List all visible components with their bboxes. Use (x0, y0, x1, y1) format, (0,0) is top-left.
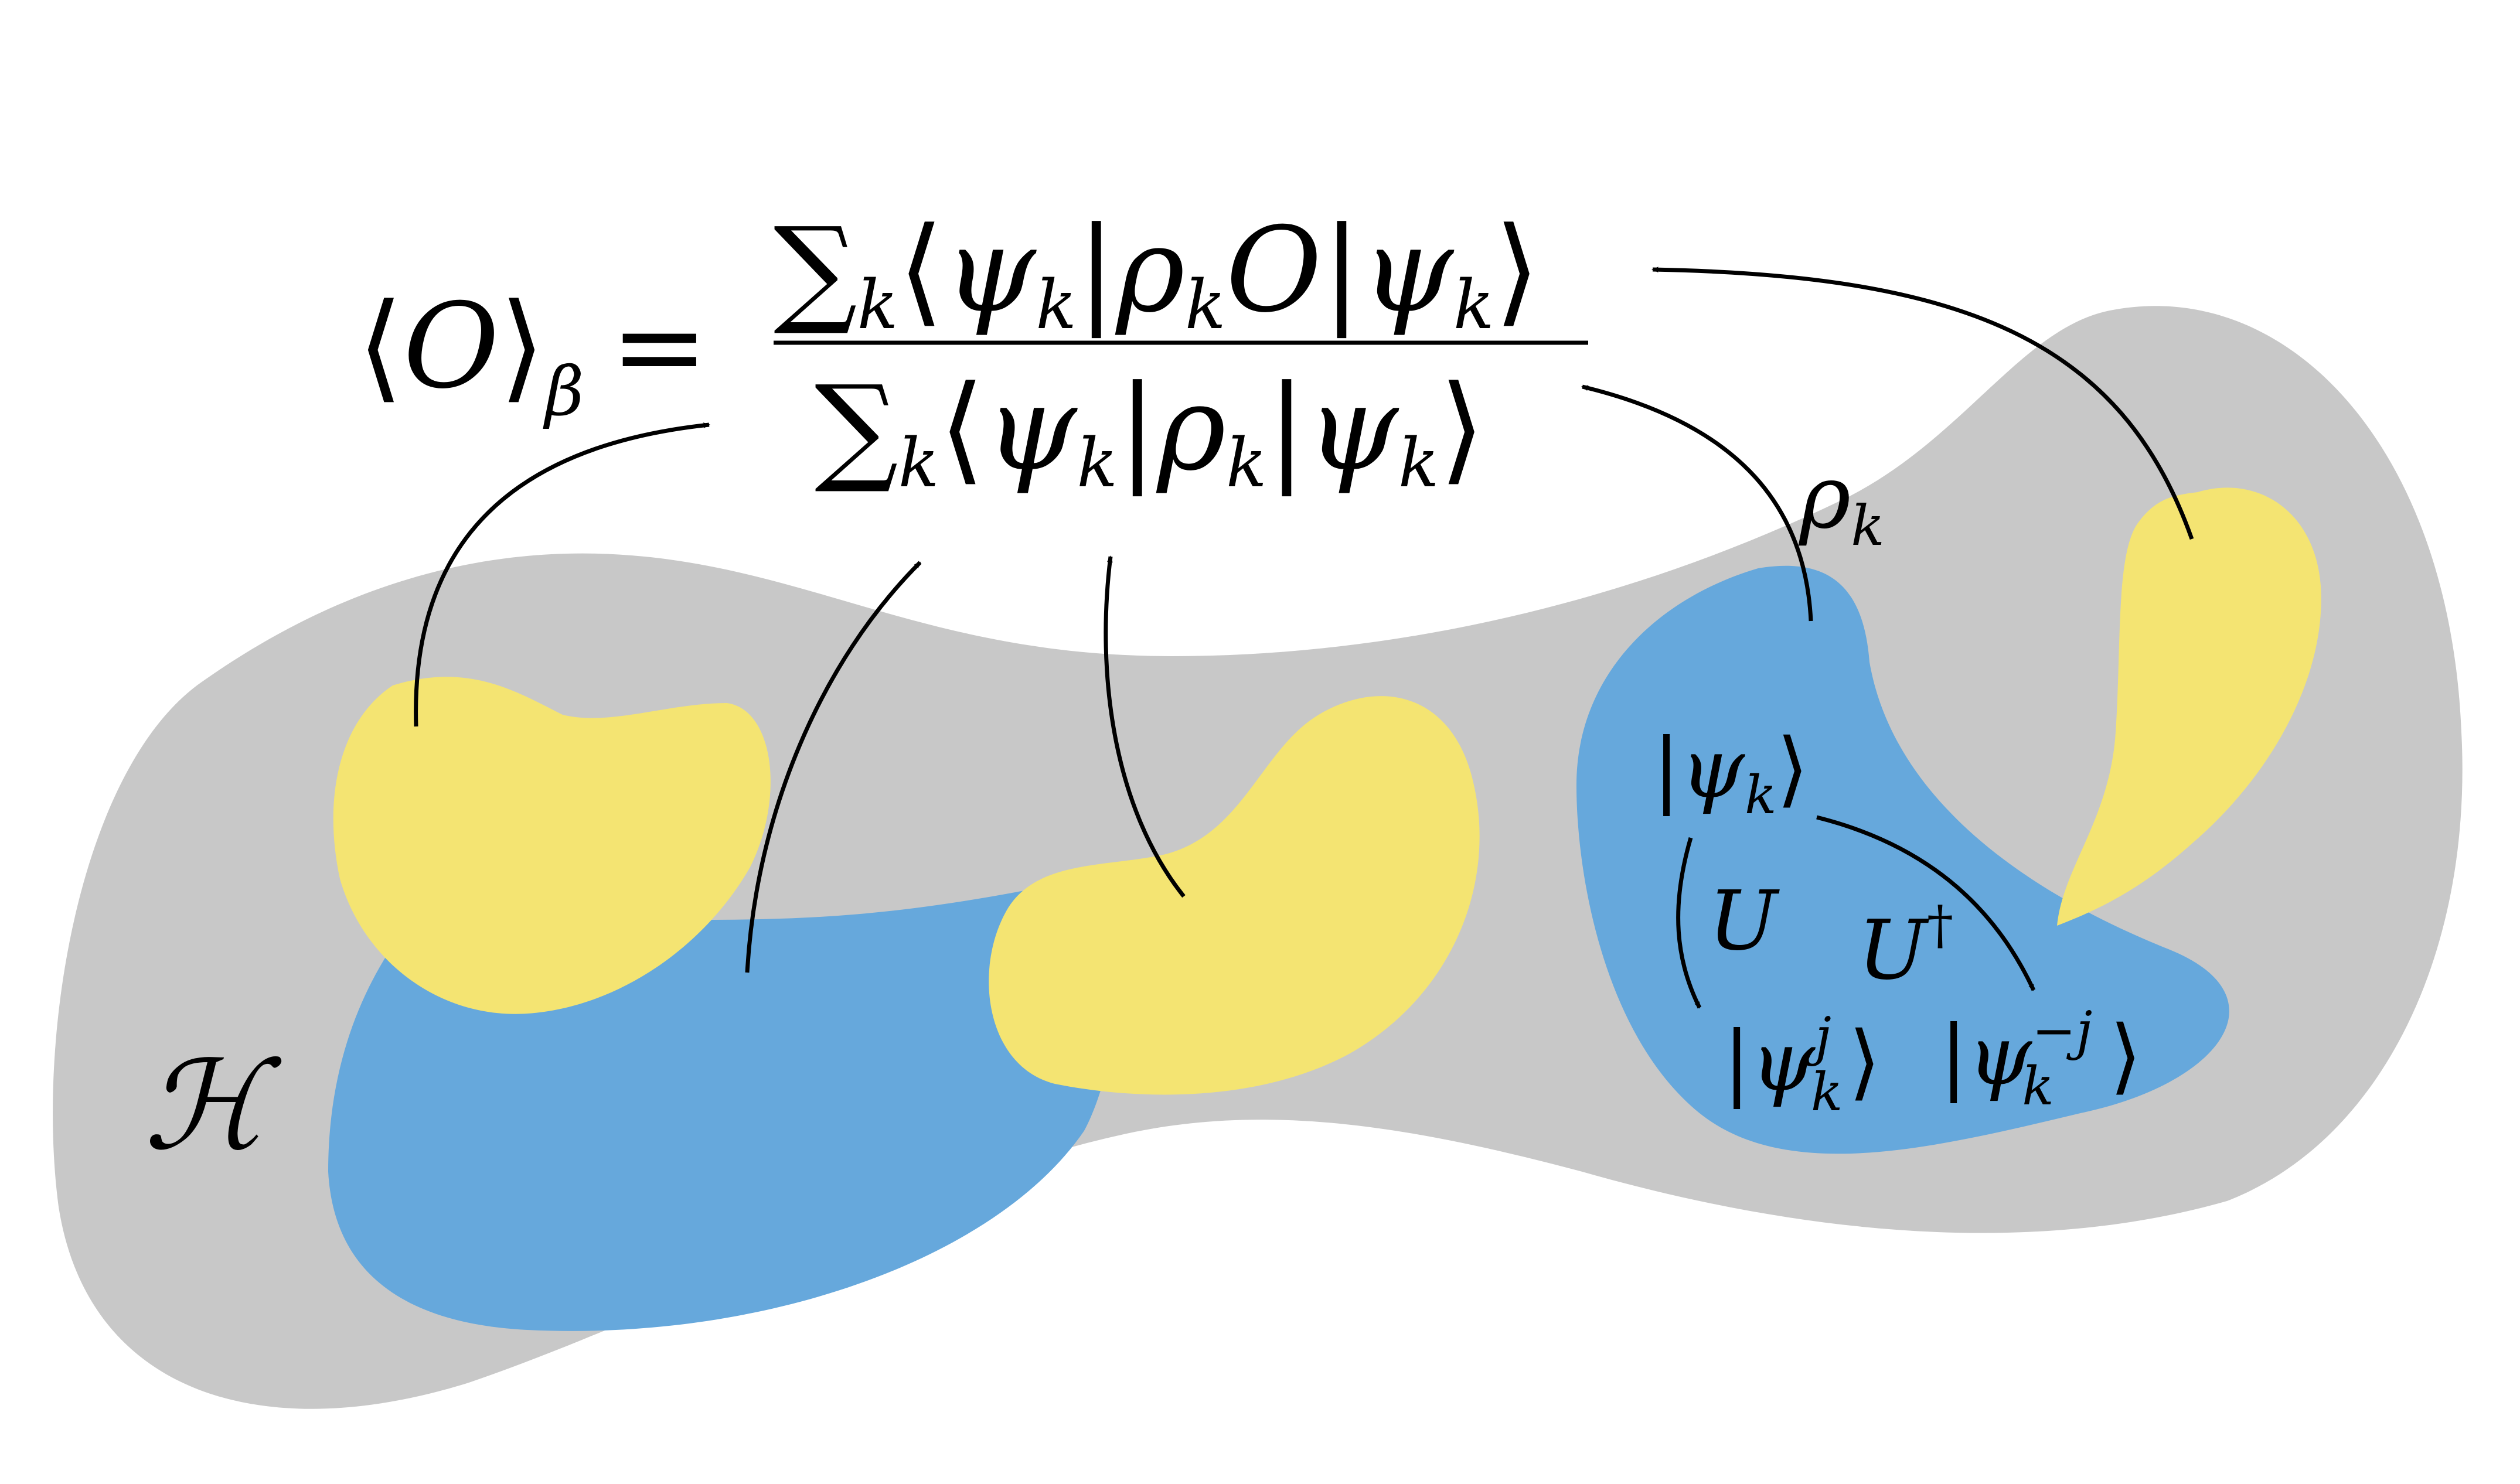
formula-denominator: ∑k⟨ψk|ρk|ψk⟩ (815, 360, 1485, 503)
rho-k-label: ρk (1798, 446, 1885, 558)
arrow-yellow3-to-formula (1651, 267, 2194, 540)
yellow-region-1 (333, 677, 771, 1014)
yellow-region-3 (2057, 487, 2321, 926)
arrow-rho-to-formula (1581, 384, 1813, 622)
blue-region-right (1576, 565, 2229, 1154)
arrow-yellow1-to-formula (414, 422, 710, 727)
arrow-blue-to-numerator (745, 561, 922, 973)
arrow-u (1676, 837, 1702, 1009)
u-operator-label: U (1708, 874, 1780, 969)
yellow-region-2 (989, 696, 1480, 1095)
ket-psi-k: |ψk⟩ (1653, 721, 1809, 826)
u-dagger-label: U† (1858, 895, 1953, 998)
hilbert-space-label: ℋ (144, 1034, 282, 1178)
formula-lhs: ⟨O⟩β= (357, 278, 709, 431)
arrow-yellow2-to-numerator (1104, 555, 1186, 898)
formula-numerator: ∑k⟨ψk|ρkO|ψk⟩ (774, 202, 1540, 344)
arrow-u-dagger (1816, 815, 2036, 991)
